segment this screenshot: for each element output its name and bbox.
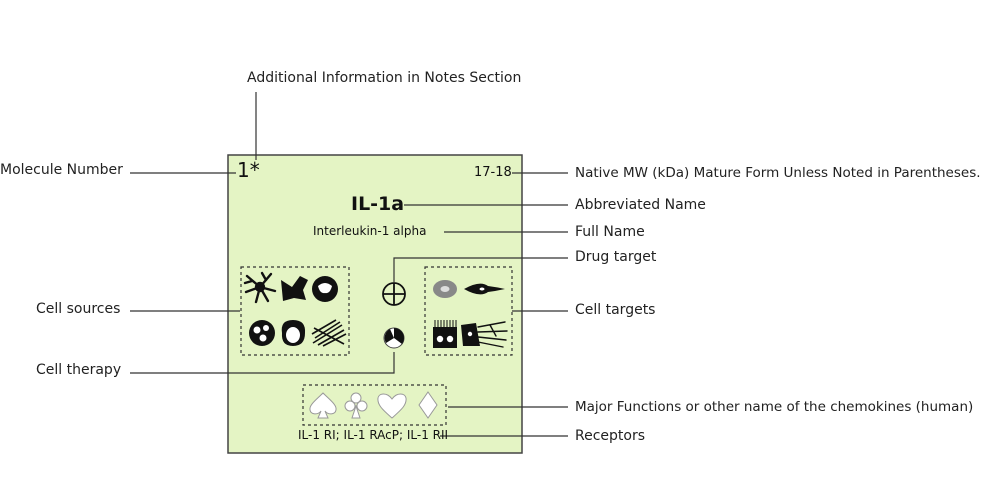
abbreviated-name: IL-1a (351, 193, 405, 215)
full-name: Interleukin-1 alpha (313, 224, 427, 238)
label-major-functions: Major Functions or other name of the che… (575, 399, 974, 415)
monocyte-icon (312, 276, 338, 302)
leader-cell-therapy (130, 352, 395, 374)
mast-cell-icon (281, 320, 306, 346)
crosshair-circle-icon (382, 282, 406, 306)
label-cell-sources: Cell sources (36, 301, 121, 317)
receptors-value: IL-1 RI; IL-1 RAcP; IL-1 RII (298, 428, 449, 442)
diamond-icon (418, 391, 438, 419)
cell-sources-box (240, 266, 350, 356)
fibroblast-target-icon (464, 283, 505, 295)
fibroblast-icon (311, 319, 347, 347)
functions-icons (309, 391, 438, 419)
functions-box (302, 384, 447, 426)
cell-therapy-icon (383, 327, 405, 349)
label-additional-info: Additional Information in Notes Section (247, 70, 522, 86)
club-icon (344, 392, 368, 419)
neuron-cell-icon (461, 321, 508, 348)
cell-targets-box (424, 266, 513, 356)
label-molecule-number: Molecule Number (0, 162, 123, 178)
leader-lines (130, 92, 568, 437)
label-cell-targets: Cell targets (575, 302, 656, 318)
label-drug-target: Drug target (575, 249, 657, 265)
heart-icon (377, 393, 407, 419)
molecule-number: 1* (237, 158, 260, 182)
red-blood-cell-icon (433, 280, 457, 298)
label-native-mw: Native MW (kDa) Mature Form Unless Noted… (575, 165, 981, 181)
cell-sources-icons (243, 271, 347, 347)
label-receptors: Receptors (575, 428, 646, 444)
epithelial-cell-icon (433, 320, 457, 348)
label-cell-therapy: Cell therapy (36, 362, 122, 378)
cell-targets-icons (433, 280, 508, 348)
label-full-name: Full Name (575, 224, 645, 240)
neutrophil-icon (249, 320, 275, 346)
spade-icon (309, 392, 337, 419)
dendritic-cell-icon (243, 271, 277, 304)
label-abbreviated-name: Abbreviated Name (575, 197, 706, 213)
leader-drug-target (393, 257, 568, 282)
macrophage-icon (281, 276, 308, 301)
native-mw-value: 17-18 (474, 165, 512, 180)
